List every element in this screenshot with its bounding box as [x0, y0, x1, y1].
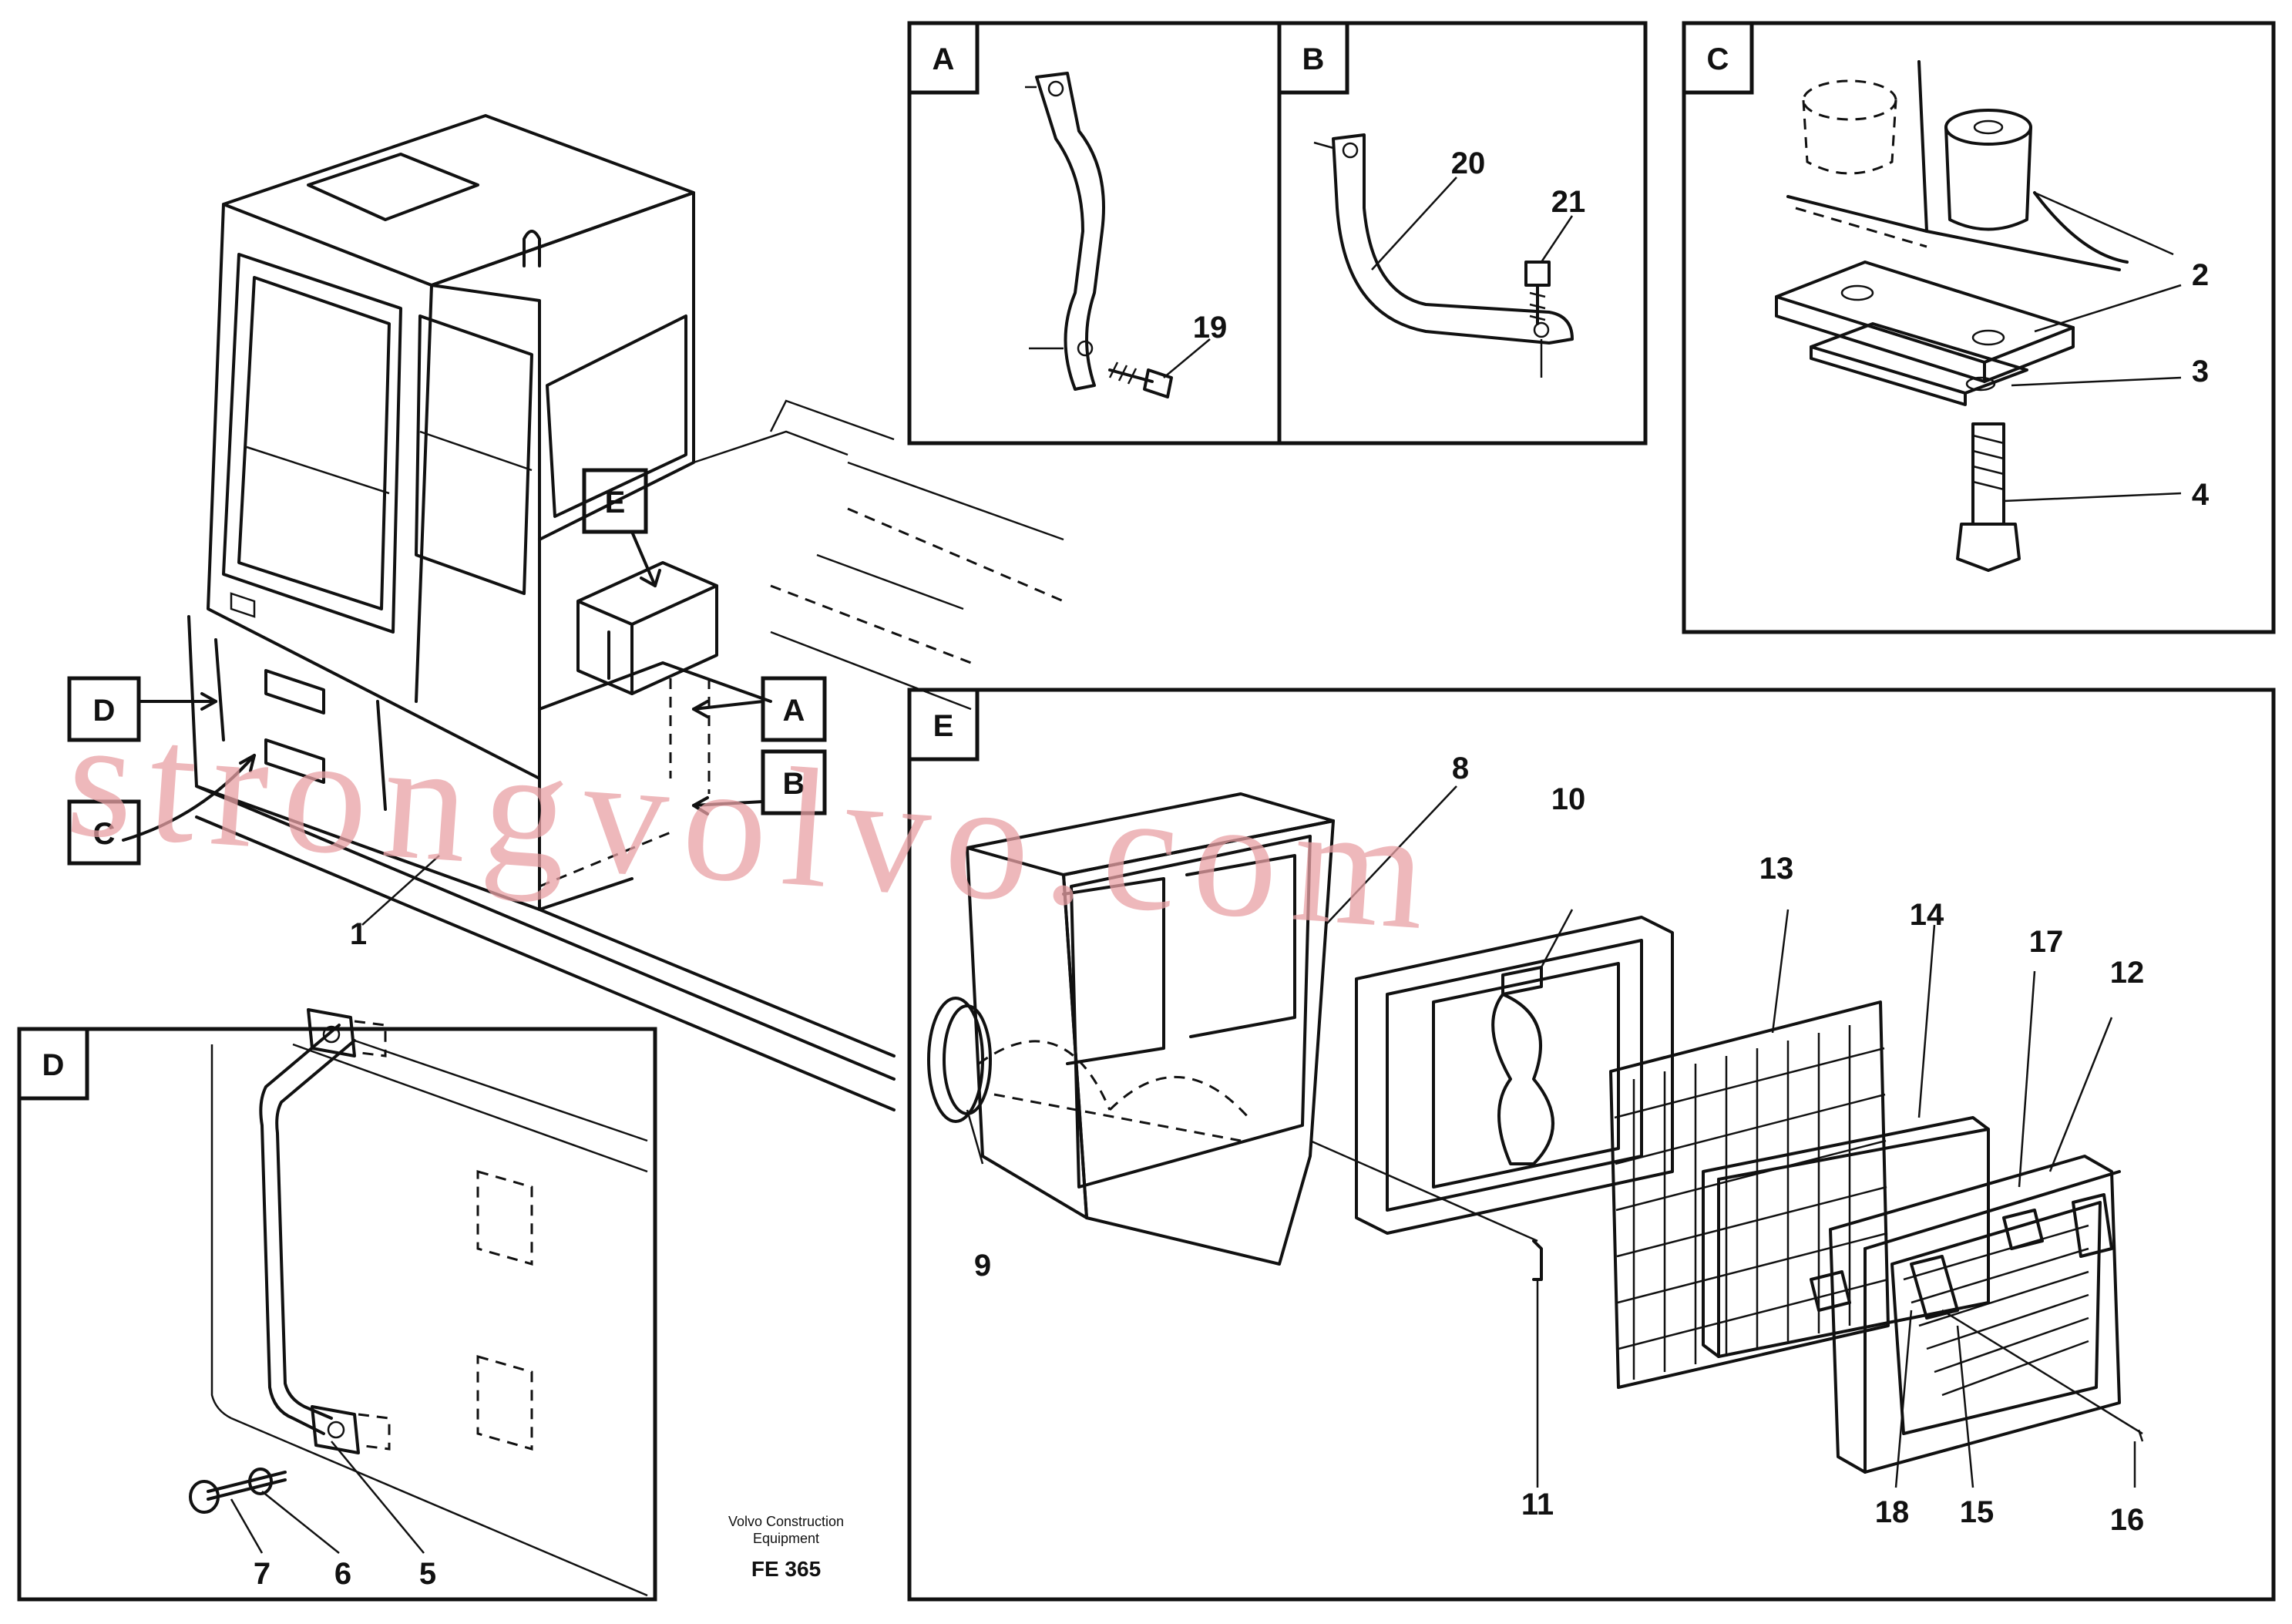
panel-D-label: D [42, 1048, 65, 1082]
callout-15: 15 [1960, 1495, 1995, 1529]
box-E-drawing [927, 785, 2144, 1488]
callout-16: 16 [2110, 1503, 2145, 1537]
strap-A-drawing [1025, 72, 1211, 398]
callout-6: 6 [334, 1557, 351, 1591]
main-view-box-A[interactable]: A [761, 676, 827, 742]
main-view-box-B[interactable]: B [761, 749, 827, 815]
callout-8: 8 [1452, 751, 1469, 785]
cab-main-view [122, 114, 1064, 1111]
main-view-box-D[interactable]: D [67, 676, 141, 742]
callout-12: 12 [2110, 956, 2145, 990]
callout-17: 17 [2029, 925, 2064, 959]
callout-13: 13 [1759, 852, 1794, 886]
mount-C-drawing [1775, 60, 2182, 572]
callout-19: 19 [1193, 311, 1228, 345]
callout-2: 2 [2192, 258, 2209, 292]
panel-D [17, 1027, 657, 1602]
company-name-line1: Volvo Construction [728, 1514, 844, 1529]
main-view-box-C[interactable]: C [67, 799, 141, 866]
callout-11: 11 [1521, 1488, 1554, 1521]
panel-A-B [907, 21, 1648, 446]
panel-E-label: E [933, 709, 954, 743]
callout-1: 1 [350, 917, 367, 951]
panel-A-label: A [933, 42, 955, 76]
callout-21: 21 [1551, 185, 1586, 219]
callout-20: 20 [1451, 146, 1486, 180]
callout-9: 9 [974, 1249, 991, 1283]
main-view-box-C-label: C [93, 817, 116, 851]
callout-10: 10 [1551, 782, 1586, 816]
callout-14: 14 [1910, 898, 1944, 932]
main-view-box-A-label: A [783, 694, 805, 728]
handle-D-drawing [189, 1008, 648, 1597]
strap-B-drawing [1313, 133, 1574, 378]
panel-B-label: B [1302, 42, 1325, 76]
callout-18: 18 [1875, 1495, 1910, 1529]
company-name-line2: Equipment [753, 1531, 819, 1546]
panel-C [1682, 21, 2276, 634]
callout-5: 5 [419, 1557, 436, 1591]
panel-E [907, 688, 2276, 1602]
callout-3: 3 [2192, 355, 2209, 388]
main-view-box-E-label: E [605, 486, 626, 519]
drawing-code: FE 365 [751, 1557, 821, 1581]
main-view-box-D-label: D [93, 694, 116, 728]
callout-7: 7 [254, 1557, 271, 1591]
watermark: strongvolvo.com [62, 682, 1447, 966]
main-view-box-B-label: B [783, 767, 805, 801]
panel-C-label: C [1707, 42, 1729, 76]
main-view-box-E[interactable]: E [582, 468, 648, 534]
callout-4: 4 [2192, 478, 2210, 512]
